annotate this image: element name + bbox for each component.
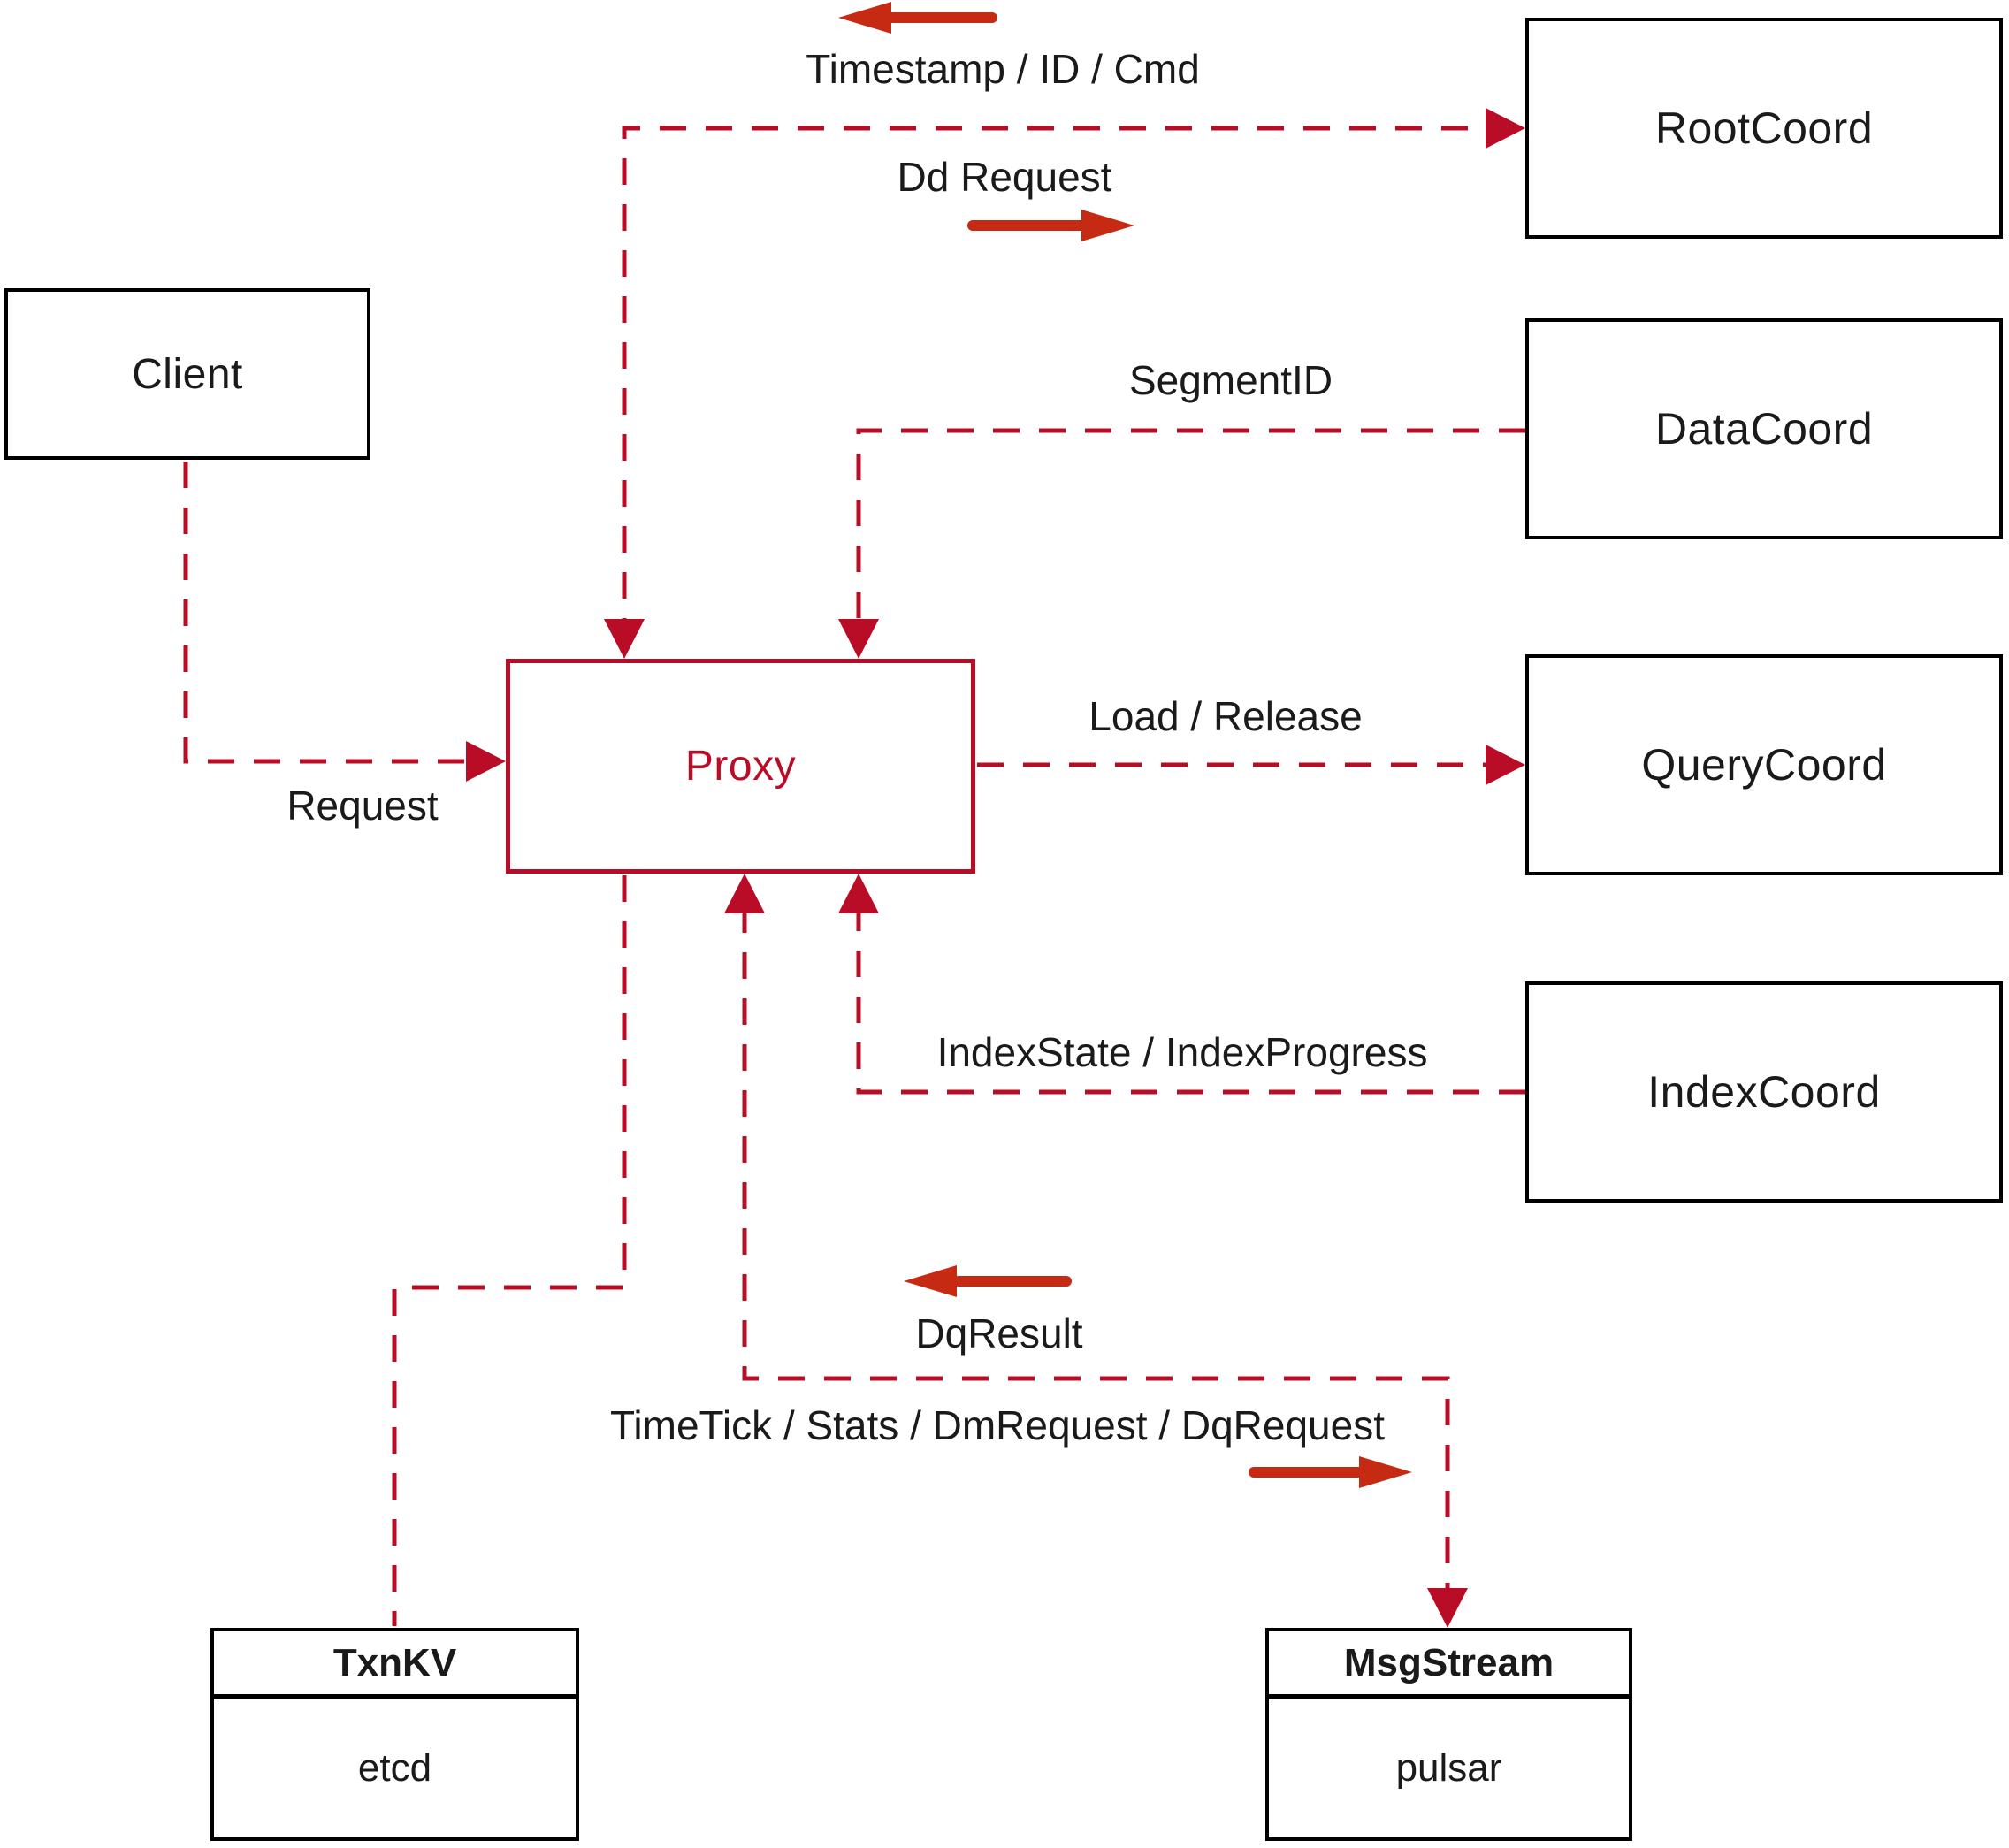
rootcoord-box: RootCoord bbox=[1525, 18, 2003, 239]
arrowhead-into-msgstream-icon bbox=[1427, 1588, 1468, 1628]
indexcoord-box: IndexCoord bbox=[1525, 981, 2003, 1203]
edge-label-timestamp-id-cmd: Timestamp / ID / Cmd bbox=[806, 46, 1200, 92]
proxy-label: Proxy bbox=[684, 743, 797, 790]
dq-request-direction-right-arrow-icon bbox=[1249, 1456, 1412, 1488]
arrowhead-into-proxy-top-left-icon bbox=[604, 619, 645, 659]
connector-proxy-txnkv bbox=[392, 875, 627, 1626]
client-box: Client bbox=[4, 288, 370, 460]
dd-request-direction-right-arrow-icon bbox=[967, 210, 1134, 241]
msgstream-implementation: pulsar bbox=[1395, 1745, 1502, 1790]
arrowhead-into-proxy-left-icon bbox=[466, 741, 506, 782]
indexcoord-label: IndexCoord bbox=[1647, 1067, 1881, 1117]
edge-label-timetick-stats-dm-dq: TimeTick / Stats / DmRequest / DqRequest bbox=[610, 1402, 1385, 1448]
connector-proxy-msgstream bbox=[742, 906, 1450, 1602]
proxy-box: Proxy bbox=[506, 659, 975, 874]
msgstream-header: MsgStream bbox=[1269, 1631, 1629, 1699]
txnkv-body: etcd bbox=[214, 1699, 576, 1837]
edge-label-segment-id: SegmentID bbox=[1128, 357, 1333, 403]
arrowhead-into-querycoord-icon bbox=[1486, 745, 1525, 785]
msgstream-title: MsgStream bbox=[1343, 1640, 1554, 1684]
connector-client-proxy bbox=[183, 462, 491, 764]
arrowhead-into-proxy-bottom-right-icon bbox=[838, 874, 879, 913]
connector-datacoord-proxy bbox=[856, 428, 1525, 626]
msgstream-body: pulsar bbox=[1269, 1699, 1629, 1837]
txnkv-implementation: etcd bbox=[357, 1745, 432, 1790]
datacoord-box: DataCoord bbox=[1525, 318, 2003, 539]
edge-label-dd-request: Dd Request bbox=[897, 154, 1112, 200]
msgstream-box: MsgStream pulsar bbox=[1265, 1628, 1632, 1841]
arrowhead-into-proxy-bottom-left-icon bbox=[724, 874, 765, 913]
rootcoord-label: RootCoord bbox=[1654, 103, 1874, 153]
connector-proxy-rootcoord bbox=[622, 126, 1514, 626]
edge-label-request: Request bbox=[286, 783, 439, 829]
edge-label-index-state-progress: IndexState / IndexProgress bbox=[936, 1029, 1428, 1075]
txnkv-header: TxnKV bbox=[214, 1631, 576, 1699]
txnkv-title: TxnKV bbox=[332, 1640, 457, 1684]
dq-result-direction-left-arrow-icon bbox=[904, 1265, 1072, 1297]
arrowhead-into-rootcoord-icon bbox=[1486, 108, 1525, 149]
edge-label-dq-result: DqResult bbox=[915, 1310, 1083, 1356]
arrowhead-into-proxy-top-right-icon bbox=[838, 619, 879, 659]
timestamp-direction-left-arrow-icon bbox=[838, 2, 997, 34]
querycoord-label: QueryCoord bbox=[1641, 740, 1887, 790]
txnkv-box: TxnKV etcd bbox=[210, 1628, 579, 1841]
edge-label-load-release: Load / Release bbox=[1089, 693, 1363, 739]
connector-indexcoord-proxy bbox=[856, 906, 1525, 1095]
datacoord-label: DataCoord bbox=[1654, 404, 1874, 454]
client-label: Client bbox=[132, 350, 243, 398]
querycoord-box: QueryCoord bbox=[1525, 654, 2003, 875]
